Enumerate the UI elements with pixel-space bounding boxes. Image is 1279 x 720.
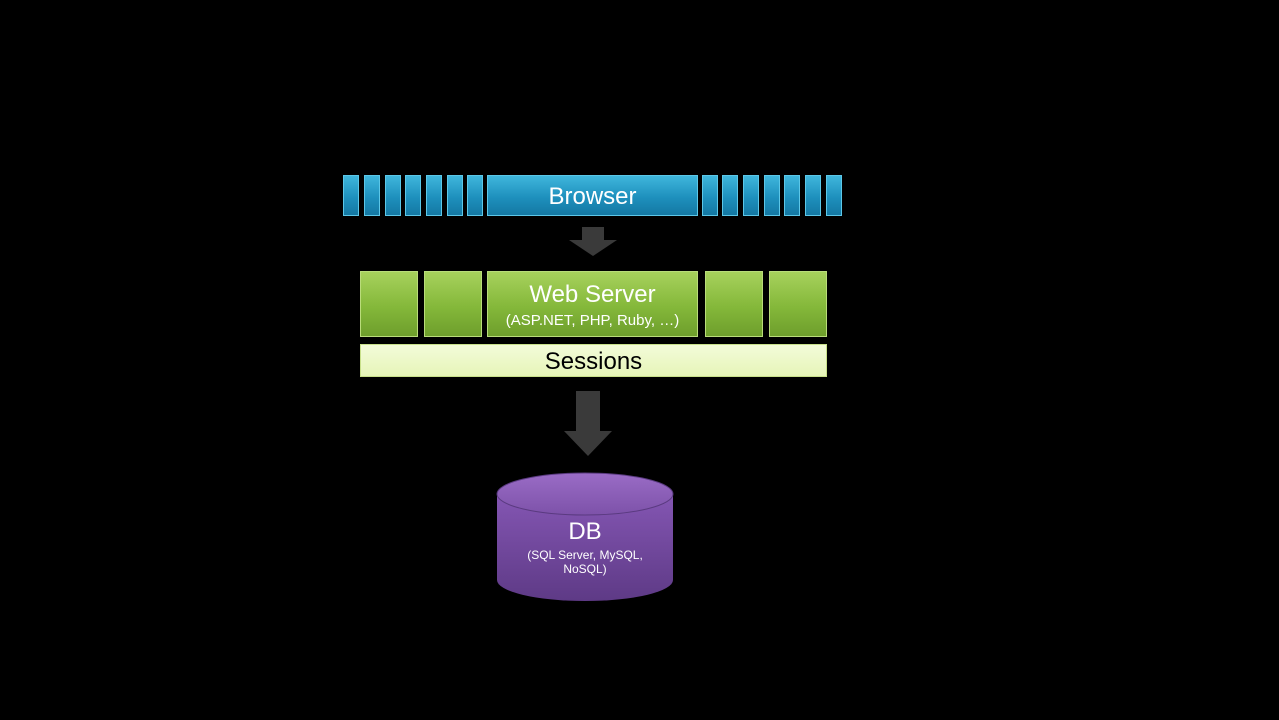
browser-box: Browser [487,175,698,216]
browser-instance [426,175,442,216]
web-server-box: Web Server (ASP.NET, PHP, Ruby, …) [487,271,698,337]
database-subtitle: (SQL Server, MySQL, NoSQL) [527,548,643,576]
browser-instance [784,175,800,216]
browser-instance [405,175,421,216]
browser-instance [702,175,718,216]
web-server-instance [705,271,763,337]
sessions-box: Sessions [360,344,827,377]
browser-instance [343,175,359,216]
database-cylinder-icon [496,472,674,601]
browser-instance [364,175,380,216]
browser-instance [447,175,463,216]
web-server-instance [769,271,827,337]
arrow-down-icon [569,227,617,256]
browser-instance [805,175,821,216]
web-server-instance [360,271,418,337]
database-label: DB (SQL Server, MySQL, NoSQL) [497,518,673,576]
browser-instance [743,175,759,216]
database-title: DB [568,518,602,545]
arrow-down-icon [564,391,612,456]
browser-instance [722,175,738,216]
web-server-subtitle: (ASP.NET, PHP, Ruby, …) [505,312,680,329]
browser-instance [467,175,483,216]
web-server-title: Web Server [529,281,656,308]
web-server-instance [424,271,482,337]
browser-instance [385,175,401,216]
browser-instance [764,175,780,216]
browser-instance [826,175,842,216]
